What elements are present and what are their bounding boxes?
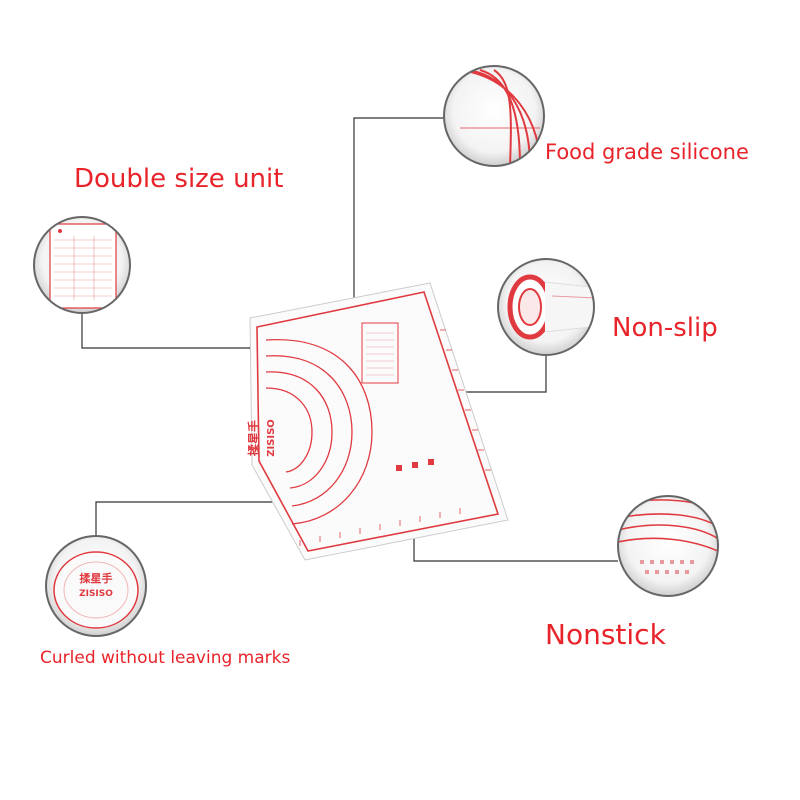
- curled-brand: ZISISO: [79, 589, 113, 599]
- label-double-size-unit: Double size unit: [74, 164, 284, 194]
- mat-brand-cn: 揉星手: [246, 420, 261, 456]
- label-curled-without-marks: Curled without leaving marks: [40, 648, 291, 668]
- detail-bubble-non-slip: [497, 258, 595, 356]
- silicone-mat: 揉星手 ZISISO: [246, 282, 509, 561]
- connector-double-size: [81, 313, 252, 349]
- curled-brand-cn: 揉星手: [80, 571, 113, 585]
- mat-brand: ZISISO: [266, 419, 277, 457]
- detail-bubble-double-size: [33, 216, 131, 314]
- detail-bubble-curled: 揉星手 ZISISO: [45, 535, 147, 637]
- detail-bubble-nonstick: [617, 495, 719, 597]
- connector-lines: [81, 117, 618, 562]
- detail-bubble-food-grade: [443, 65, 545, 167]
- connector-non-slip: [459, 355, 547, 393]
- label-food-grade-silicone: Food grade silicone: [545, 140, 749, 164]
- label-nonstick: Nonstick: [545, 618, 666, 651]
- connector-curled: [95, 501, 322, 536]
- label-non-slip: Non-slip: [612, 313, 718, 343]
- connector-food-grade: [353, 117, 444, 318]
